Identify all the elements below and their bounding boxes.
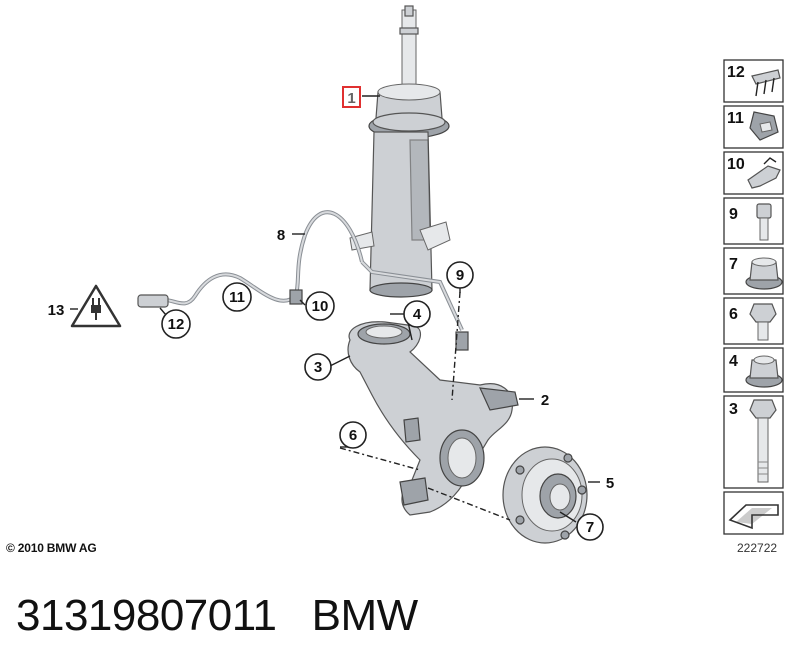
callout-13[interactable]: 13 bbox=[48, 302, 65, 319]
svg-text:5: 5 bbox=[606, 475, 614, 492]
panel-arrow-box bbox=[723, 491, 784, 535]
caliper-mount bbox=[479, 387, 519, 411]
svg-text:12: 12 bbox=[168, 316, 185, 333]
arrow-icon bbox=[728, 504, 779, 530]
bolt-axis-lines bbox=[339, 291, 511, 521]
callout-12[interactable]: 12 bbox=[161, 309, 191, 339]
wheel-hub-illustration bbox=[502, 446, 588, 544]
brand-name: BMW bbox=[311, 591, 419, 640]
strut-bracket bbox=[419, 221, 451, 251]
svg-text:12: 12 bbox=[727, 64, 745, 81]
clip-icon bbox=[751, 69, 781, 97]
panel-item-10[interactable]: 10 bbox=[723, 151, 784, 195]
panel-item-3[interactable]: 3 bbox=[723, 395, 784, 489]
panel-item-12[interactable]: 12 bbox=[723, 59, 784, 103]
svg-text:4: 4 bbox=[413, 306, 422, 323]
parts-panel: 12 11 10 9 bbox=[723, 59, 784, 535]
rod-tip bbox=[404, 5, 414, 17]
panel-item-6[interactable]: 6 bbox=[723, 297, 784, 345]
callout-3[interactable]: 3 bbox=[304, 353, 332, 381]
sensor-connector bbox=[137, 294, 169, 308]
callout-8[interactable]: 8 bbox=[277, 227, 285, 244]
panel-item-4[interactable]: 4 bbox=[723, 347, 784, 393]
callout-5[interactable]: 5 bbox=[606, 475, 614, 492]
part-caption: 31319807011 BMW bbox=[16, 586, 418, 646]
callout-11[interactable]: 11 bbox=[222, 282, 252, 312]
diagram-number: 222722 bbox=[737, 541, 778, 555]
svg-text:7: 7 bbox=[586, 519, 594, 536]
svg-text:3: 3 bbox=[729, 401, 738, 418]
svg-text:10: 10 bbox=[312, 298, 329, 315]
svg-text:7: 7 bbox=[729, 256, 738, 273]
svg-text:8: 8 bbox=[277, 227, 285, 244]
long-bolt-icon bbox=[749, 399, 777, 483]
panel-item-9[interactable]: 9 bbox=[723, 197, 784, 245]
cap-screw-icon bbox=[756, 203, 772, 241]
svg-text:3: 3 bbox=[314, 359, 322, 376]
collar-nut-icon bbox=[745, 257, 783, 290]
svg-text:6: 6 bbox=[729, 306, 738, 323]
svg-text:1: 1 bbox=[347, 90, 355, 107]
highlight-box bbox=[342, 86, 361, 108]
svg-text:2: 2 bbox=[541, 392, 549, 409]
callout-4[interactable]: 4 bbox=[403, 300, 431, 328]
bracket-icon bbox=[747, 157, 781, 189]
callout-1[interactable]: 1 bbox=[342, 86, 361, 108]
rod-collar bbox=[399, 27, 419, 35]
svg-text:13: 13 bbox=[48, 302, 65, 319]
strut-illustration bbox=[349, 5, 451, 298]
panel-item-11[interactable]: 11 bbox=[723, 105, 784, 149]
part-number: 31319807011 bbox=[16, 591, 277, 640]
svg-text:10: 10 bbox=[727, 156, 745, 173]
svg-text:9: 9 bbox=[456, 267, 464, 284]
piston-rod bbox=[401, 9, 417, 91]
callout-9[interactable]: 9 bbox=[446, 261, 474, 289]
callout-2[interactable]: 2 bbox=[541, 392, 549, 409]
cable-holder-icon bbox=[749, 111, 779, 141]
callout-6[interactable]: 6 bbox=[339, 421, 367, 449]
hex-bolt-icon bbox=[749, 303, 777, 341]
steering-knuckle-illustration bbox=[347, 321, 519, 516]
copyright-text: © 2010 BMW AG bbox=[6, 541, 97, 555]
callout-7[interactable]: 7 bbox=[576, 513, 604, 541]
svg-text:11: 11 bbox=[229, 289, 245, 306]
sensor-cable-illustration bbox=[137, 210, 469, 351]
panel-item-7[interactable]: 7 bbox=[723, 247, 784, 295]
wear-sensor bbox=[455, 331, 469, 351]
flange-nut-icon bbox=[745, 355, 783, 388]
svg-text:9: 9 bbox=[729, 206, 738, 223]
svg-text:6: 6 bbox=[349, 427, 357, 444]
knuckle-body bbox=[347, 321, 513, 516]
callout-10[interactable]: 10 bbox=[305, 291, 335, 321]
svg-text:11: 11 bbox=[727, 110, 744, 127]
svg-text:4: 4 bbox=[729, 353, 738, 370]
warning-triangle-icon bbox=[70, 284, 122, 328]
